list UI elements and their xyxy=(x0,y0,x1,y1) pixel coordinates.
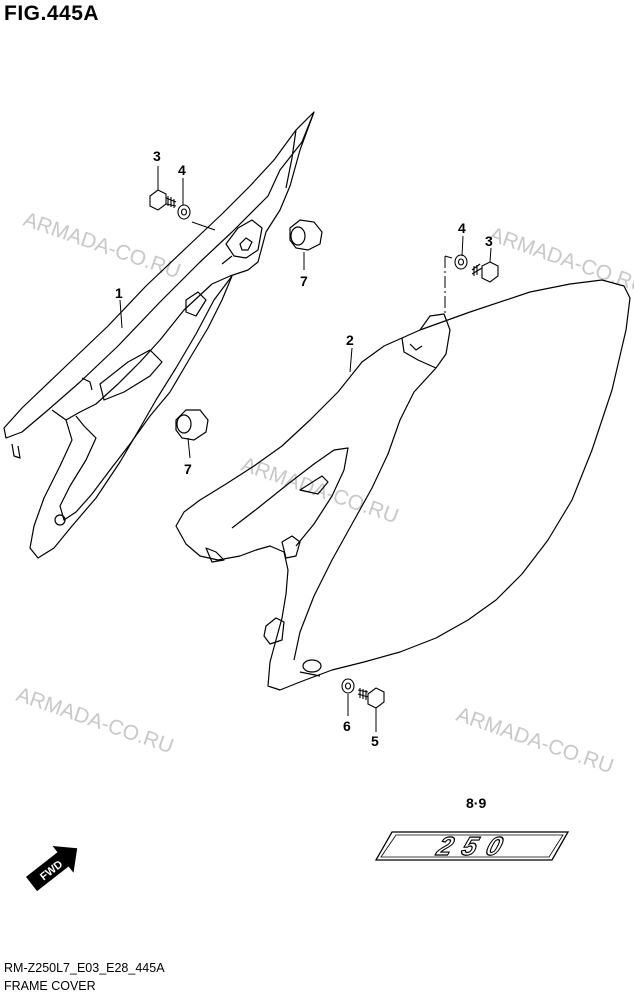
callout-2: 2 xyxy=(346,332,354,348)
bolt-lower xyxy=(357,687,385,709)
callout-labels: 3 4 1 7 7 4 3 2 6 5 8·9 xyxy=(115,148,493,811)
callout-7-upper: 7 xyxy=(300,273,308,289)
callout-4-upper-right: 4 xyxy=(458,220,466,236)
callout-5: 5 xyxy=(371,733,379,749)
section-name: FRAME COVER xyxy=(4,979,96,993)
callout-1: 1 xyxy=(115,285,123,301)
figure-title: FIG.445A xyxy=(4,2,100,25)
callout-4-upper-left: 4 xyxy=(178,162,186,178)
model-code: RM-Z250L7_E03_E28_445A xyxy=(4,961,165,975)
callout-3-upper-right: 3 xyxy=(485,233,493,249)
side-cover-right xyxy=(175,279,631,691)
washer-upper-left xyxy=(177,204,191,220)
fwd-arrow: FWD xyxy=(25,845,78,892)
bolt-upper-right xyxy=(471,261,499,283)
frame-cover-left xyxy=(3,111,315,559)
watermark-2: ARMADA-CO.RU xyxy=(486,223,634,298)
grommet-upper xyxy=(289,219,323,251)
callout-6: 6 xyxy=(343,718,351,734)
watermark-4: ARMADA-CO.RU xyxy=(13,683,176,758)
callout-8-9: 8·9 xyxy=(466,795,486,811)
callout-7-lower: 7 xyxy=(184,461,192,477)
watermark-1: ARMADA-CO.RU xyxy=(20,208,183,283)
callout-3-upper-left: 3 xyxy=(153,148,161,164)
watermark-5: ARMADA-CO.RU xyxy=(453,703,616,778)
bolt-upper-left xyxy=(149,189,177,211)
emblem-250: 250 xyxy=(374,831,570,861)
washer-upper-right xyxy=(454,254,468,270)
emblem-text: 250 xyxy=(433,832,517,861)
watermark-3: ARMADA-CO.RU xyxy=(238,453,401,528)
callout-leaders xyxy=(119,166,492,732)
watermarks: ARMADA-CO.RU ARMADA-CO.RU ARMADA-CO.RU A… xyxy=(13,208,634,778)
washer-lower xyxy=(341,678,355,694)
grommet-lower xyxy=(175,409,209,441)
